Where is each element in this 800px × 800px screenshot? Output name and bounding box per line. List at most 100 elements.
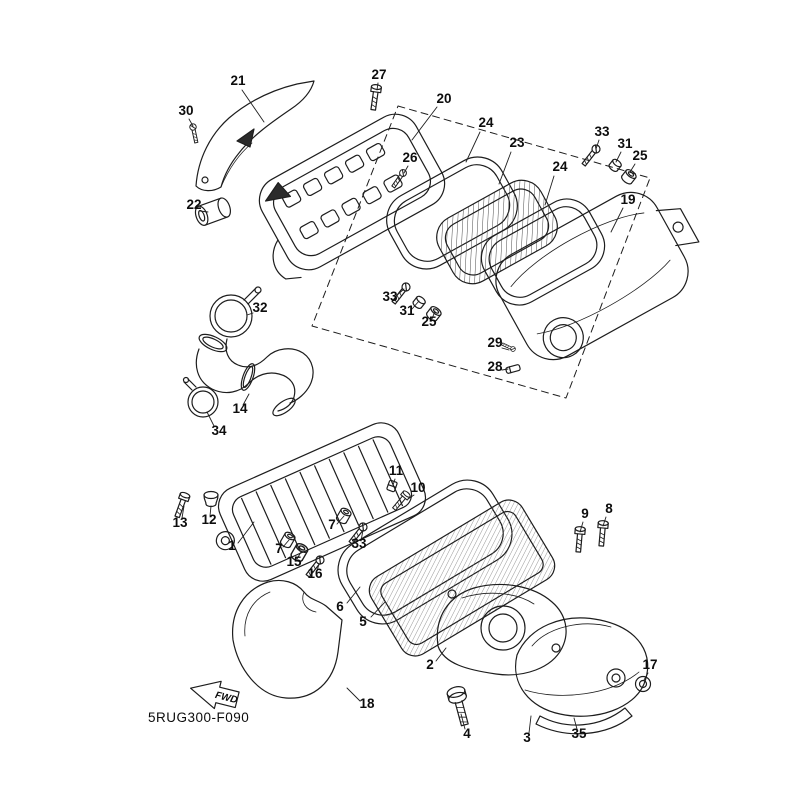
part-label-31: 31 [399,303,415,318]
part-9-bolt [572,525,587,553]
leader-line [242,393,250,406]
part-label-27: 27 [371,67,386,82]
part-label-25: 25 [421,314,437,329]
leader-line [411,300,420,310]
leader-line [629,163,636,173]
diagram-art: FWD 5RUG300-F090 [148,80,700,735]
leader-line [573,717,578,730]
leader-line [282,539,290,548]
part-29-screw [500,341,517,353]
part-label-29: 29 [487,335,502,350]
leader-line [346,586,361,604]
leader-line [237,521,255,544]
leader-layer [181,82,649,734]
part-code: 5RUG300-F090 [148,710,249,725]
part-1-case [215,422,427,582]
part-label-33: 33 [594,124,610,139]
part-label-31: 31 [617,136,633,151]
part-31-washer-a [607,157,624,174]
leader-line [209,505,212,517]
leader-line [296,551,302,560]
part-label-24: 24 [552,159,568,174]
part-3-side-cover [515,617,649,717]
part-label-11: 11 [389,463,404,478]
part-label-12: 12 [201,512,216,527]
part-22-cap [194,197,232,226]
leader-line [316,563,320,572]
part-label-18: 18 [359,696,375,711]
leader-line [395,288,405,297]
leader-line [643,672,649,681]
part-28-plate [505,364,521,374]
part-21-air-scoop [195,80,315,192]
leader-line [602,516,607,527]
leader-line [411,106,438,141]
part-27-bolt [367,83,383,112]
leader-line [595,139,600,150]
part-2-duct-case [436,583,567,676]
part-label-20: 20 [436,91,451,106]
dashed-assembly-box [311,105,651,399]
leader-line [246,312,254,316]
part-label-26: 26 [402,150,418,165]
part-label-35: 35 [571,726,587,741]
leader-line [465,131,481,163]
part-32-clamp [209,286,262,338]
leader-line [206,411,215,427]
leader-line [501,368,509,371]
part-label-5: 5 [359,614,367,629]
leader-line [460,713,466,730]
part-34-clamp [182,376,219,418]
part-label-14: 14 [232,401,248,416]
leader-line [615,151,622,163]
part-label-7: 7 [275,541,283,556]
part-35-trim [535,707,633,735]
part-label-17: 17 [642,657,657,672]
part-label-4: 4 [463,726,471,741]
part-label-2: 2 [426,657,434,672]
part-label-22: 22 [186,197,201,212]
leader-line [188,118,194,127]
part-11-clip [386,479,398,493]
part-label-33: 33 [382,289,398,304]
leader-line [346,687,361,702]
leader-line [181,505,185,519]
part-label-33: 33 [351,536,367,551]
part-14-duct [195,333,314,417]
part-label-7: 7 [328,517,336,532]
part-label-32: 32 [252,300,267,315]
part-label-23: 23 [509,135,525,150]
leader-line [431,310,436,320]
fwd-arrow: FWD [189,680,240,710]
part-label-9: 9 [581,506,589,521]
part-23-element [436,179,558,285]
part-label-8: 8 [605,501,613,516]
part-label-25: 25 [632,148,648,163]
leader-line [376,82,379,91]
part-12-grommet [203,490,219,508]
part-label-28: 28 [487,359,503,374]
part-label-24: 24 [478,115,494,130]
leader-line [360,529,364,542]
leader-line [407,494,415,500]
part-label-19: 19 [620,192,635,207]
leader-line [403,165,409,174]
part-label-3: 3 [523,730,531,745]
leader-line [498,151,512,185]
part-30-screw [188,122,200,144]
leader-line [435,647,447,662]
leader-line [392,478,396,486]
leader-line [370,601,386,618]
part-4-bolt [446,686,469,727]
part-label-21: 21 [230,73,246,88]
leader-line [199,210,209,213]
leader-line [544,175,555,206]
part-18-panel [232,579,343,699]
leader-line [610,207,624,233]
part-8-bolt [595,519,610,547]
part-label-10: 10 [410,480,425,495]
leader-line [501,347,510,351]
